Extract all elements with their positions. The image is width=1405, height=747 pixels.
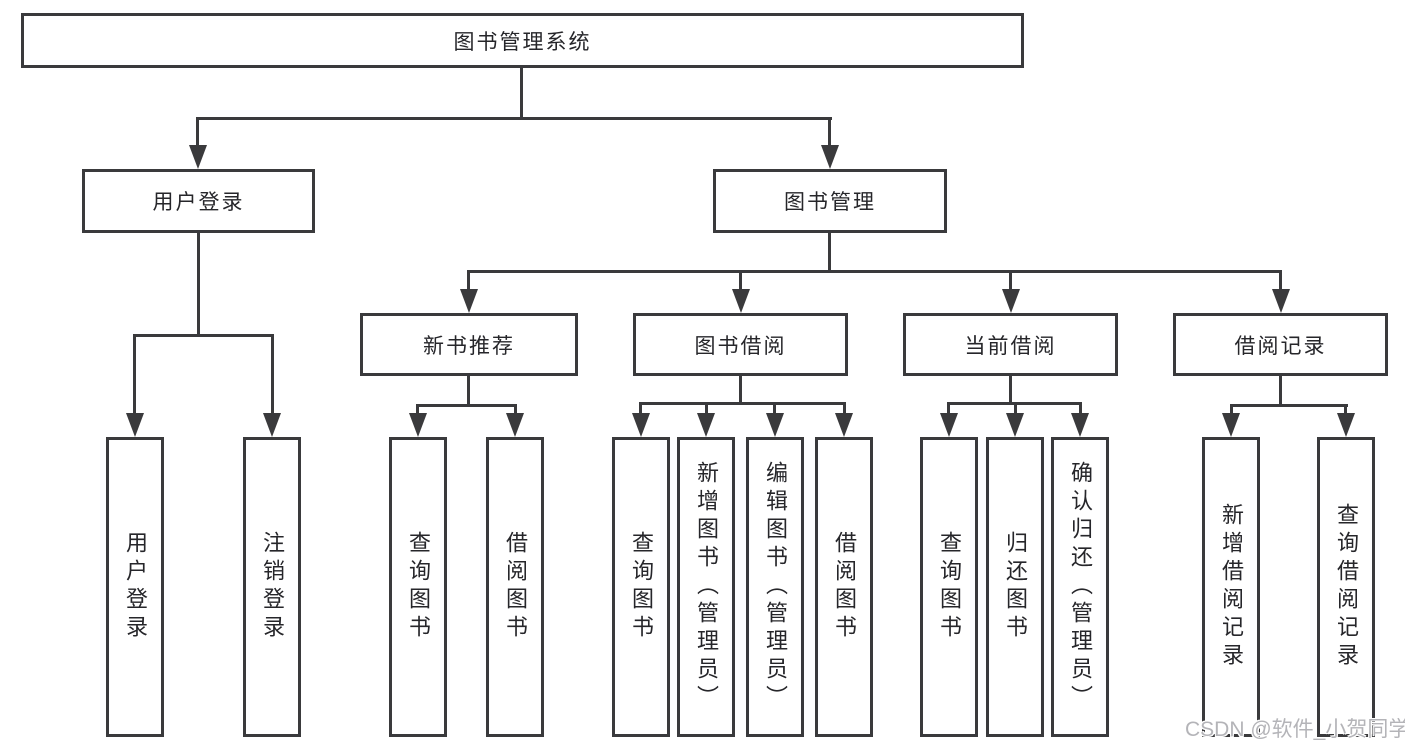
arrow-down-icon bbox=[732, 289, 750, 313]
connector-book-borrow-rail bbox=[639, 402, 846, 405]
node-leaf-borrow-book-recommend: 借阅图书 bbox=[486, 437, 544, 737]
arrow-down-icon bbox=[1071, 413, 1089, 437]
arrow-down-icon bbox=[697, 413, 715, 437]
arrow-down-icon bbox=[940, 413, 958, 437]
leaf-label: 新增借阅记录 bbox=[1219, 503, 1244, 671]
connector-stem bbox=[1230, 404, 1233, 414]
connector-book-borrow-drop bbox=[739, 376, 742, 405]
connector-borrow-records-rail bbox=[1230, 404, 1348, 407]
leaf-label: 查询图书 bbox=[629, 531, 654, 643]
connector-book-management-drop bbox=[828, 232, 831, 273]
node-leaf-borrow-book: 借阅图书 bbox=[815, 437, 873, 737]
connector-stem-borrow-records bbox=[1279, 271, 1282, 290]
node-borrow-records: 借阅记录 bbox=[1173, 313, 1388, 376]
arrow-down-icon bbox=[1006, 413, 1024, 437]
connector-stem bbox=[947, 402, 950, 414]
node-leaf-user-login: 用户登录 bbox=[106, 437, 164, 737]
leaf-label: 查询借阅记录 bbox=[1334, 503, 1359, 671]
node-leaf-add-book-admin: 新增图书（管理员） bbox=[677, 437, 735, 737]
connector-new-book-drop bbox=[467, 376, 470, 407]
arrow-down-icon bbox=[766, 413, 784, 437]
connector-stem bbox=[514, 404, 517, 414]
connector-stem-user-login bbox=[196, 118, 199, 146]
node-leaf-confirm-return-admin: 确认归还（管理员） bbox=[1051, 437, 1109, 737]
arrow-down-icon bbox=[189, 145, 207, 169]
node-leaf-search-borrow-record: 查询借阅记录 bbox=[1317, 437, 1375, 737]
connector-stem bbox=[416, 404, 419, 414]
connector-new-book-rail bbox=[416, 404, 517, 407]
node-root-label: 图书管理系统 bbox=[453, 30, 592, 54]
node-user-login: 用户登录 bbox=[82, 169, 315, 233]
leaf-label: 用户登录 bbox=[123, 531, 148, 643]
connector-stem bbox=[1344, 404, 1347, 414]
connector-stem-book-borrow bbox=[739, 271, 742, 290]
leaf-label: 归还图书 bbox=[1003, 531, 1028, 643]
connector-user-login-rail bbox=[133, 334, 274, 337]
connector-level3-rail bbox=[467, 270, 1282, 273]
node-borrow-records-label: 借阅记录 bbox=[1234, 334, 1327, 358]
leaf-label: 注销登录 bbox=[260, 531, 285, 643]
arrow-down-icon bbox=[1002, 289, 1020, 313]
connector-stem bbox=[773, 402, 776, 414]
arrow-down-icon bbox=[632, 413, 650, 437]
node-current-borrow-label: 当前借阅 bbox=[964, 334, 1057, 358]
connector-root-drop bbox=[520, 68, 523, 119]
node-leaf-search-book-recommend: 查询图书 bbox=[389, 437, 447, 737]
connector-stem bbox=[1014, 402, 1017, 414]
node-leaf-add-borrow-record: 新增借阅记录 bbox=[1202, 437, 1260, 737]
node-book-management: 图书管理 bbox=[713, 169, 947, 233]
node-new-book-recommend: 新书推荐 bbox=[360, 313, 578, 376]
arrow-down-icon bbox=[126, 413, 144, 437]
node-new-book-recommend-label: 新书推荐 bbox=[423, 334, 515, 358]
connector-stem-leaf-login bbox=[133, 335, 136, 413]
leaf-label: 确认归还（管理员） bbox=[1068, 461, 1093, 713]
connector-stem-leaf-logout bbox=[271, 335, 274, 413]
arrow-down-icon bbox=[460, 289, 478, 313]
connector-stem bbox=[639, 402, 642, 414]
arrow-down-icon bbox=[263, 413, 281, 437]
node-user-login-label: 用户登录 bbox=[152, 191, 245, 214]
node-root: 图书管理系统 bbox=[21, 13, 1024, 68]
node-current-borrow: 当前借阅 bbox=[903, 313, 1118, 376]
arrow-down-icon bbox=[821, 145, 839, 169]
node-leaf-edit-book-admin: 编辑图书（管理员） bbox=[746, 437, 804, 737]
connector-stem-book-management bbox=[828, 118, 831, 146]
arrow-down-icon bbox=[1337, 413, 1355, 437]
arrow-down-icon bbox=[1272, 289, 1290, 313]
connector-stem bbox=[705, 402, 708, 414]
arrow-down-icon bbox=[1222, 413, 1240, 437]
leaf-label: 编辑图书（管理员） bbox=[763, 461, 788, 713]
arrow-down-icon bbox=[506, 413, 524, 437]
node-leaf-search-book: 查询图书 bbox=[612, 437, 670, 737]
node-leaf-search-current: 查询图书 bbox=[920, 437, 978, 737]
leaf-label: 借阅图书 bbox=[503, 531, 528, 643]
leaf-label: 借阅图书 bbox=[832, 531, 857, 643]
arrow-down-icon bbox=[835, 413, 853, 437]
connector-borrow-records-drop bbox=[1279, 376, 1282, 407]
connector-stem bbox=[1079, 402, 1082, 414]
node-book-borrow-label: 图书借阅 bbox=[694, 334, 787, 358]
connector-stem-new-book bbox=[467, 271, 470, 290]
leaf-label: 查询图书 bbox=[406, 531, 431, 643]
node-leaf-return-book: 归还图书 bbox=[986, 437, 1044, 737]
leaf-label: 查询图书 bbox=[937, 531, 962, 643]
csdn-watermark: CSDN @软件_小贺同学 bbox=[1185, 718, 1405, 741]
connector-stem bbox=[843, 402, 846, 414]
connector-current-borrow-drop bbox=[1009, 376, 1012, 405]
connector-stem-current-borrow bbox=[1009, 271, 1012, 290]
node-leaf-logout: 注销登录 bbox=[243, 437, 301, 737]
node-book-management-label: 图书管理 bbox=[784, 191, 876, 214]
node-book-borrow: 图书借阅 bbox=[633, 313, 848, 376]
leaf-label: 新增图书（管理员） bbox=[694, 461, 719, 713]
connector-level2-rail bbox=[196, 117, 832, 120]
arrow-down-icon bbox=[409, 413, 427, 437]
connector-user-login-drop bbox=[197, 232, 200, 337]
